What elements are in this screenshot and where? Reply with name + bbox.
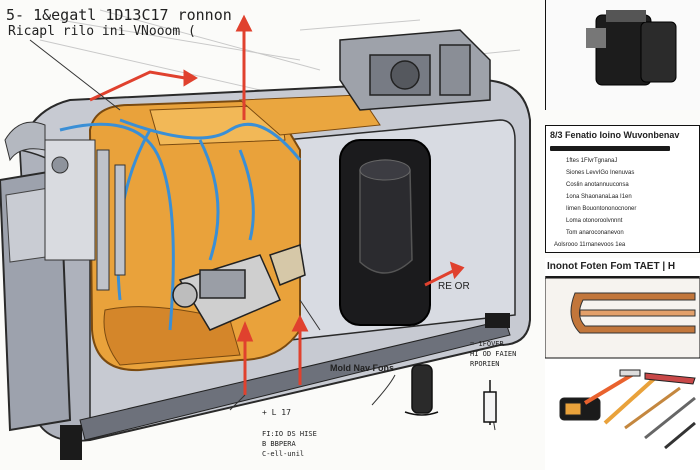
spec-line-2: Coslin anotannuuconsa [566,182,629,188]
lower-accessories [404,364,497,425]
red-arrows [89,14,465,395]
label-mid-3: RPORIEN [470,360,500,368]
spec-heading: 8/3 Fenatio Ioino Wuvonbenav [550,130,680,140]
label-reconn: RE OR [438,281,470,292]
label-mid-1: = 1FOVER [470,340,504,348]
spec-line-7: Aolsrooo 11rnanevoos 1ea [554,242,626,248]
spec-line-4: Iimen Bouontononocnoner [566,206,637,212]
label-bottom-1: + L 17 [262,408,291,417]
product-thumbnail-panel [545,0,700,110]
spec-line-3: 1ona ShaonanaLaa I1en [566,194,632,200]
tools-rule [545,276,700,278]
tools-panel: Inonot Foten Fom TAET | H [545,258,700,470]
label-bottom-2: FI:IO DS HISE [262,430,317,438]
tool-icons [559,369,696,450]
spec-rule [550,146,670,151]
motor-assembly [172,244,306,331]
tools-heading: Inonot Foten Fom TAET | H [547,261,676,272]
spec-line-5: Loma otonoroolvnnnt [566,218,623,224]
label-mold-new: Mold Nav Fons [330,363,395,373]
tools-illustration [545,278,700,468]
label-mid-2: HI OD FAIEN [470,350,517,358]
top-mechanism [339,29,491,111]
spec-panel: 8/3 Fenatio Ioino Wuvonbenav 1ftes 1Flvr… [545,125,700,253]
product-thumbnail-icon [586,10,677,86]
header-line-1: 5- 1&egatl 1D13C17 ronnon [6,6,232,24]
spec-line-1: Siones LevvIGo Inenuvas [566,170,635,176]
label-bottom-3: B BBPERA [262,440,296,448]
left-components [4,121,126,291]
spec-line-6: Tom anaroconanevon [566,230,624,236]
header-line-2: Ricapl rilo ini VNooom ( [8,24,196,39]
spec-line-0: 1ftes 1FlvrTgnanaJ [566,158,618,164]
label-bottom-4: C-ell-unil [262,450,305,458]
